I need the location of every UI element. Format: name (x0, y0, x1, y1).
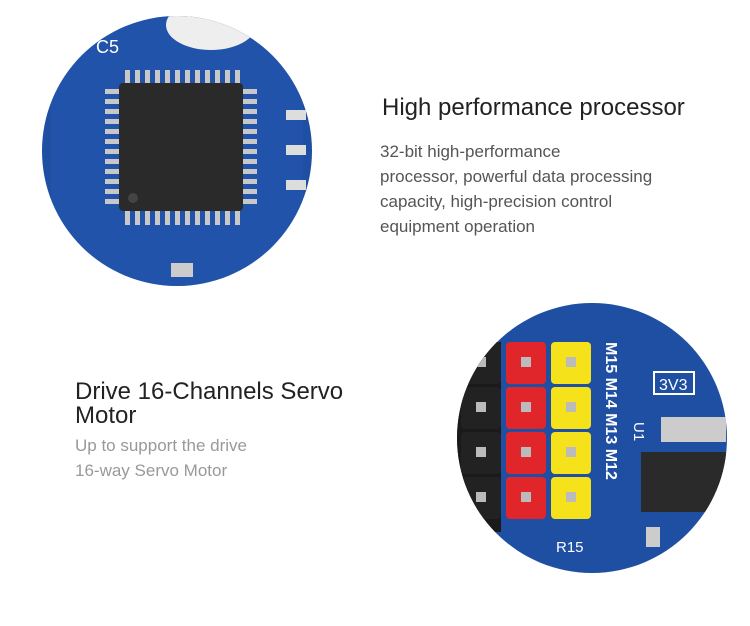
pin-tip (521, 402, 531, 412)
chip-pin (243, 89, 257, 94)
chip-pin (105, 179, 119, 184)
chip-pin (105, 159, 119, 164)
pin-tip (476, 357, 486, 367)
chip-pin (243, 99, 257, 104)
section1-title: High performance processor (382, 94, 685, 121)
chip-pin (243, 109, 257, 114)
chip-pin (243, 159, 257, 164)
chip-pin (235, 211, 240, 225)
chip-pin (225, 70, 230, 84)
processor-photo: C5 (42, 16, 312, 286)
section1-description-line: processor, powerful data processing (380, 167, 653, 186)
chip-pin (243, 149, 257, 154)
chip-pin (125, 211, 130, 225)
chip-pin (185, 211, 190, 225)
chip-pin (145, 211, 150, 225)
chip-pin (145, 70, 150, 84)
chip-pin (243, 119, 257, 124)
chip-pin (243, 189, 257, 194)
section2-title-line: Motor (75, 402, 137, 429)
chip-pin (105, 109, 119, 114)
chip-pin (125, 70, 130, 84)
pin-tip (566, 357, 576, 367)
board-label-r15: R15 (556, 539, 584, 556)
chip-pin (105, 169, 119, 174)
chip-pin (105, 89, 119, 94)
section1-description-line: capacity, high-precision control (380, 192, 613, 211)
processor-chip (119, 83, 243, 211)
section1-description-line: equipment operation (380, 217, 536, 236)
pin-tip (521, 357, 531, 367)
section2-description-line: Up to support the drive (75, 436, 247, 455)
chip-pin (243, 129, 257, 134)
chip-pin (225, 211, 230, 225)
section2-title-line: Drive 16-Channels Servo (75, 378, 344, 405)
pin-tip (476, 447, 486, 457)
chip-pin (243, 179, 257, 184)
chip-pin (243, 169, 257, 174)
servo-labels: M15 M14 M13 M12 (602, 342, 619, 480)
pin-tip (521, 447, 531, 457)
servo-header-photo: M15 M14 M13 M12 3V3 U1 R15 (457, 303, 727, 573)
chip-pin (105, 119, 119, 124)
chip-pin (155, 211, 160, 225)
chip-pin (105, 189, 119, 194)
chip-pin (195, 70, 200, 84)
chip-pin (215, 70, 220, 84)
chip-pin (175, 70, 180, 84)
chip-pin (105, 129, 119, 134)
chip-pin (155, 70, 160, 84)
pin-tip (476, 402, 486, 412)
chip-pin (105, 199, 119, 204)
board-label-3v3: 3V3 (659, 377, 688, 394)
pin-tip (566, 402, 576, 412)
chip-pin (243, 139, 257, 144)
chip-pin (205, 70, 210, 84)
pin-tip (476, 492, 486, 502)
chip-pin (135, 211, 140, 225)
chip-pin (215, 211, 220, 225)
chip-pin (235, 70, 240, 84)
section2-description-line: 16-way Servo Motor (75, 461, 228, 480)
chip-pin (175, 211, 180, 225)
pin-tip (521, 492, 531, 502)
pin-tip (566, 447, 576, 457)
chip-pin (205, 211, 210, 225)
board-label-u1: U1 (630, 422, 647, 441)
chip-pin (105, 99, 119, 104)
board-label-c5: C5 (96, 37, 119, 57)
chip-pin (135, 70, 140, 84)
chip-pin (165, 70, 170, 84)
chip-pin (195, 211, 200, 225)
chip-pin (185, 70, 190, 84)
chip-pin (105, 139, 119, 144)
chip-pin (105, 149, 119, 154)
chip-pin (243, 199, 257, 204)
pin-tip (566, 492, 576, 502)
section1-description-line: 32-bit high-performance (380, 142, 561, 161)
chip-pin (165, 211, 170, 225)
